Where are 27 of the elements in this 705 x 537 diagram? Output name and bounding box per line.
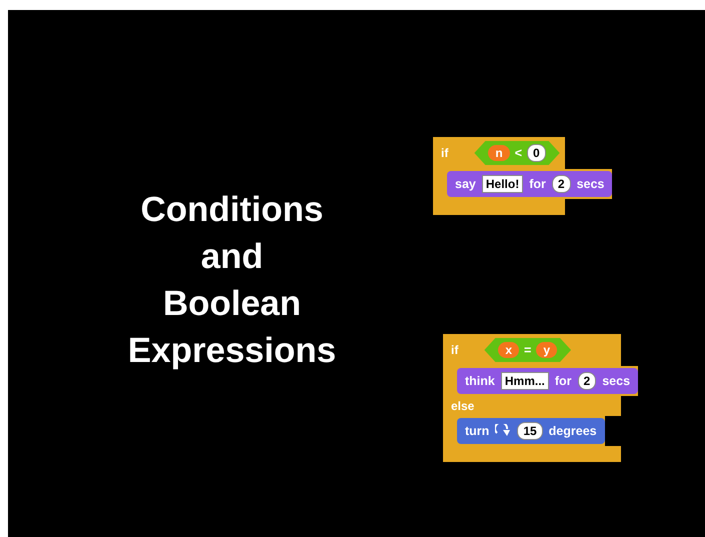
command-block: [457, 418, 605, 444]
block-label: say: [455, 177, 476, 191]
variable-reporter: y: [536, 342, 558, 358]
variable-reporter: x: [498, 342, 520, 358]
number-input-slot: 2: [552, 175, 571, 193]
operator-label: <: [514, 146, 522, 160]
block-label: turn: [465, 424, 490, 438]
keyword-label: else: [451, 399, 474, 413]
slide-title: Conditions and Boolean Expressions: [128, 189, 336, 372]
number-input-slot: 0: [527, 144, 546, 162]
variable-reporter: n: [488, 145, 510, 161]
if-block: [443, 334, 638, 462]
block-label: think: [465, 374, 495, 388]
number-input-slot: 2: [578, 372, 596, 390]
block-label: for: [529, 177, 546, 191]
block-label: degrees: [548, 424, 597, 438]
command-block: [447, 171, 612, 197]
block-label: for: [554, 374, 572, 388]
block-label: secs: [602, 374, 630, 388]
block-label: secs: [576, 177, 604, 191]
text-input-slot: Hello!: [482, 175, 524, 193]
command-block: [457, 368, 638, 394]
text-input-slot: Hmm...: [500, 372, 549, 390]
number-input-slot: 15: [517, 422, 543, 440]
keyword-label: if: [441, 146, 448, 160]
keyword-label: if: [451, 343, 458, 357]
operator-label: =: [524, 343, 532, 357]
